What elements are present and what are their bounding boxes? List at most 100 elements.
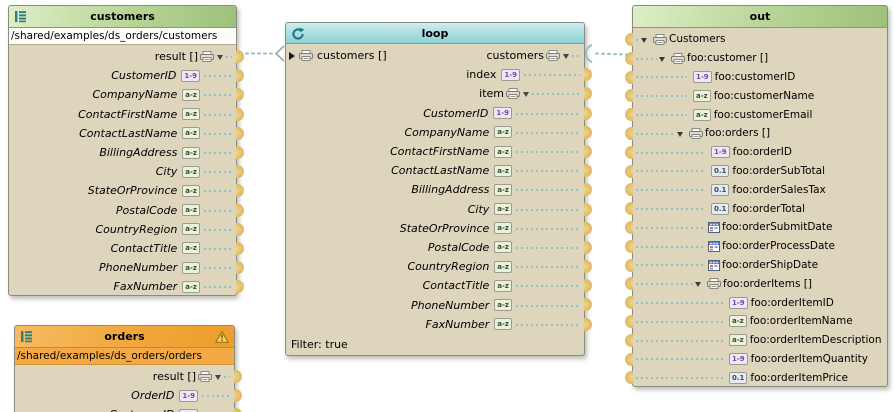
input-connector[interactable]: [625, 220, 633, 234]
tree-row[interactable]: 1-9 foo:orderItemQuantity: [625, 350, 887, 369]
output-connector[interactable]: [236, 184, 244, 198]
warning-icon[interactable]: [214, 330, 230, 346]
field-row[interactable]: ContactTitle a-z: [9, 239, 244, 258]
menu-caret-icon[interactable]: [563, 54, 569, 60]
input-connector[interactable]: [625, 126, 633, 140]
field-row[interactable]: ContactFirstName a-z: [286, 142, 592, 161]
field-row[interactable]: City a-z: [286, 200, 592, 219]
tree-row[interactable]: 1-9 foo:orderItemID: [625, 293, 887, 312]
input-connector[interactable]: [625, 371, 633, 385]
tree-row[interactable]: foo:customer []: [625, 49, 887, 68]
field-row[interactable]: CompanyName a-z: [286, 123, 592, 142]
menu-caret-icon[interactable]: [215, 375, 221, 381]
output-connector[interactable]: [234, 370, 242, 383]
output-connector[interactable]: [236, 88, 244, 102]
input-connector[interactable]: [625, 33, 633, 46]
tree-row[interactable]: 0.1 foo:orderSubTotal: [625, 162, 887, 181]
field-row[interactable]: BillingAddress a-z: [9, 143, 244, 162]
tree-row[interactable]: foo:orderShipDate: [625, 256, 887, 275]
output-connector[interactable]: [584, 164, 592, 178]
output-connector[interactable]: [584, 125, 592, 139]
field-row[interactable]: CustomerID 1-9: [15, 405, 242, 412]
expand-caret-icon[interactable]: [641, 37, 647, 43]
field-row[interactable]: FaxNumber a-z: [286, 315, 592, 334]
input-connector[interactable]: [625, 70, 633, 84]
output-connector[interactable]: [584, 221, 592, 235]
field-row[interactable]: index 1-9: [286, 65, 592, 84]
output-connector[interactable]: [234, 389, 242, 403]
field-row[interactable]: PhoneNumber a-z: [9, 258, 244, 277]
menu-caret-icon[interactable]: [523, 92, 529, 98]
field-row[interactable]: item: [286, 84, 592, 103]
output-connector[interactable]: [236, 222, 244, 236]
tree-row[interactable]: a-z foo:customerEmail: [625, 105, 887, 124]
output-connector[interactable]: [584, 240, 592, 254]
input-connector[interactable]: [625, 239, 633, 253]
input-connector-connected[interactable]: [625, 51, 633, 65]
output-connector[interactable]: [584, 298, 592, 312]
field-row[interactable]: result []: [15, 367, 242, 386]
output-connector[interactable]: [584, 87, 592, 101]
output-connector[interactable]: [584, 260, 592, 274]
tree-row[interactable]: foo:orderProcessDate: [625, 237, 887, 256]
output-connector[interactable]: [236, 241, 244, 255]
output-connector[interactable]: [236, 261, 244, 275]
expand-caret-icon[interactable]: [677, 131, 683, 137]
tree-row[interactable]: a-z foo:customerName: [625, 86, 887, 105]
input-connector[interactable]: [625, 296, 633, 310]
tree-row[interactable]: foo:orderSubmitDate: [625, 218, 887, 237]
output-connector[interactable]: [584, 317, 592, 331]
field-row[interactable]: CompanyName a-z: [9, 85, 244, 104]
input-connector[interactable]: [625, 164, 633, 178]
output-connector[interactable]: [236, 203, 244, 217]
field-row[interactable]: CustomerID 1-9: [286, 104, 592, 123]
output-connector[interactable]: [584, 106, 592, 120]
tree-row[interactable]: 1-9 foo:orderID: [625, 143, 887, 162]
field-row[interactable]: CustomerID 1-9: [9, 66, 244, 85]
tree-row[interactable]: foo:orderItems []: [625, 274, 887, 293]
output-connector[interactable]: [236, 165, 244, 179]
field-row[interactable]: ContactTitle a-z: [286, 276, 592, 295]
tree-row[interactable]: 1-9 foo:customerID: [625, 68, 887, 87]
tree-row[interactable]: 0.1 foo:orderItemPrice: [625, 368, 887, 387]
output-connector[interactable]: [236, 107, 244, 121]
tree-row[interactable]: a-z foo:orderItemName: [625, 312, 887, 331]
expand-caret-icon[interactable]: [695, 282, 701, 288]
field-row[interactable]: ContactLastName a-z: [286, 161, 592, 180]
input-connector[interactable]: [625, 314, 633, 328]
input-connector[interactable]: [625, 183, 633, 197]
tree-row[interactable]: 0.1 foo:orderSalesTax: [625, 180, 887, 199]
input-connector[interactable]: [625, 352, 633, 366]
field-row[interactable]: PostalCode a-z: [286, 238, 592, 257]
output-connector[interactable]: [584, 144, 592, 158]
tree-row[interactable]: a-z foo:orderItemDescription: [625, 331, 887, 350]
field-row[interactable]: result []: [9, 47, 244, 66]
input-connector[interactable]: [625, 145, 633, 159]
field-row[interactable]: CountryRegion a-z: [9, 220, 244, 239]
menu-caret-icon[interactable]: [217, 55, 223, 61]
input-connector[interactable]: [625, 108, 633, 122]
input-connector[interactable]: [625, 202, 633, 216]
tree-row[interactable]: Customers: [625, 30, 887, 49]
field-row[interactable]: StateOrProvince a-z: [286, 219, 592, 238]
output-connector[interactable]: [236, 126, 244, 140]
field-row[interactable]: PhoneNumber a-z: [286, 295, 592, 314]
loop-header[interactable]: loop: [286, 23, 584, 44]
output-connector-connected[interactable]: [236, 50, 244, 63]
field-row[interactable]: StateOrProvince a-z: [9, 181, 244, 200]
expand-caret-icon[interactable]: [659, 56, 665, 62]
input-connector[interactable]: [625, 277, 633, 291]
input-connector[interactable]: [625, 333, 633, 347]
customers-header[interactable]: customers: [9, 6, 236, 28]
field-row[interactable]: ContactLastName a-z: [9, 124, 244, 143]
field-row[interactable]: PostalCode a-z: [9, 201, 244, 220]
field-row[interactable]: BillingAddress a-z: [286, 180, 592, 199]
output-connector[interactable]: [584, 279, 592, 293]
field-row[interactable]: City a-z: [9, 162, 244, 181]
out-header[interactable]: out: [633, 6, 887, 28]
output-connector[interactable]: [584, 183, 592, 197]
output-connector[interactable]: [584, 202, 592, 216]
output-connector[interactable]: [236, 280, 244, 294]
field-row[interactable]: CountryRegion a-z: [286, 257, 592, 276]
output-connector[interactable]: [584, 68, 592, 82]
